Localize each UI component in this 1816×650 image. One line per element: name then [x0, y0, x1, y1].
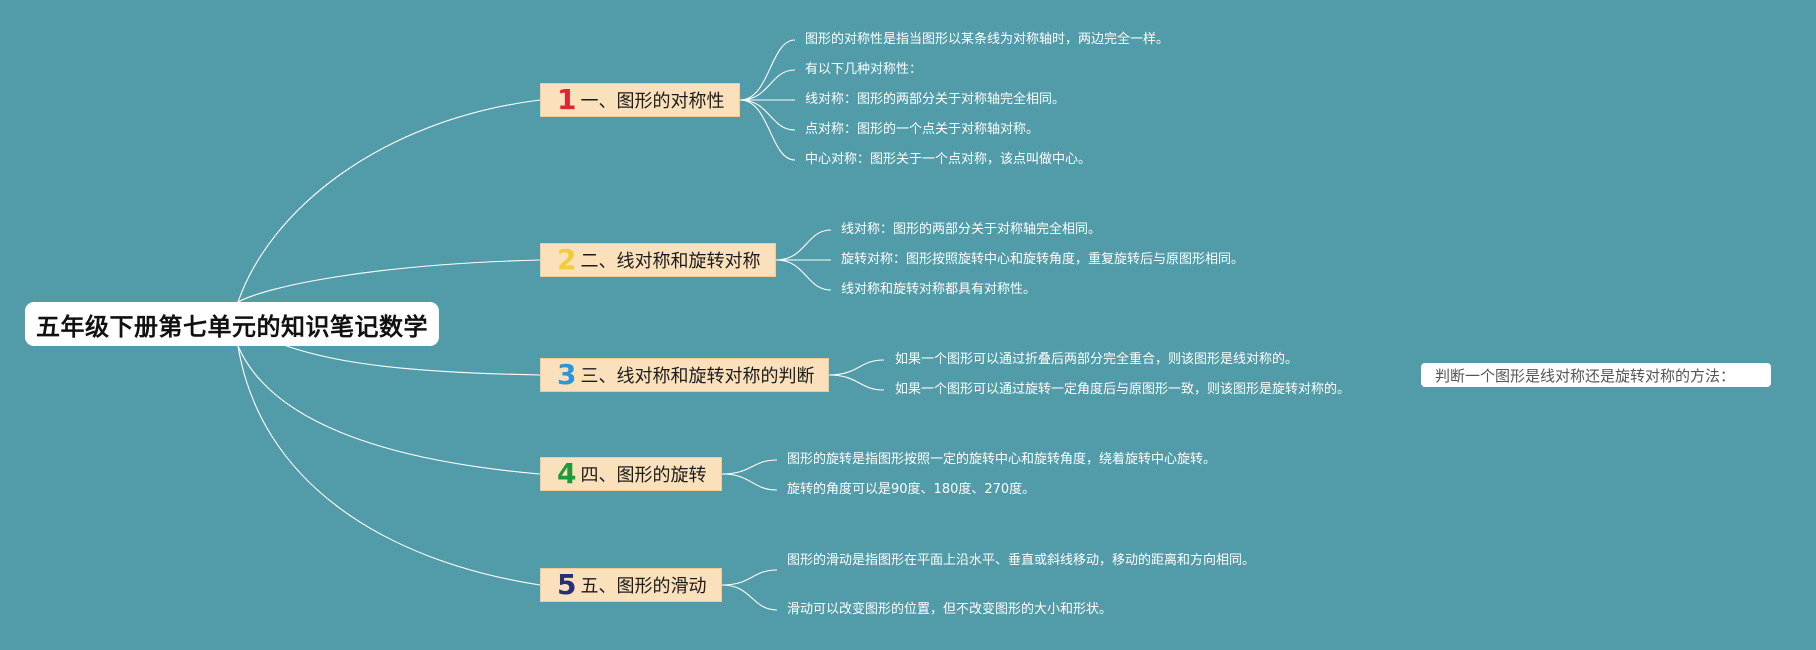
leaf-5-1[interactable]: 图形的滑动是指图形在平面上沿水平、垂直或斜线移动，移动的距离和方向相同。: [787, 553, 1256, 568]
root-title: 五年级下册第七单元的知识笔记数学: [36, 312, 428, 341]
root-topic[interactable]: 五年级下册第七单元的知识笔记数学: [25, 302, 439, 346]
topic-number-1: 1: [557, 83, 577, 116]
topic-title-1: 一、图形的对称性: [580, 91, 725, 112]
floating-note[interactable]: 判断一个图形是线对称还是旋转对称的方法：: [1421, 363, 1771, 387]
leaf-4-2[interactable]: 旋转的角度可以是90度、180度、270度。: [787, 482, 1036, 497]
topic-1[interactable]: 1 一、图形的对称性: [540, 83, 740, 117]
topic-title-5: 五、图形的滑动: [580, 576, 707, 597]
topic-number-2: 2: [557, 243, 577, 276]
topic-title-2: 二、线对称和旋转对称: [580, 251, 761, 272]
topic-number-5: 5: [557, 568, 577, 601]
floating-note-text: 判断一个图形是线对称还是旋转对称的方法：: [1435, 366, 1736, 385]
leaf-2-2[interactable]: 旋转对称：图形按照旋转中心和旋转角度，重复旋转后与原图形相同。: [841, 252, 1245, 267]
leaf-4-1[interactable]: 图形的旋转是指图形按照一定的旋转中心和旋转角度，绕着旋转中心旋转。: [787, 452, 1217, 467]
topic-4[interactable]: 4 四、图形的旋转: [540, 457, 722, 491]
leaf-3-2[interactable]: 如果一个图形可以通过旋转一定角度后与原图形一致，则该图形是旋转对称的。: [895, 382, 1351, 397]
leaf-5-2[interactable]: 滑动可以改变图形的位置，但不改变图形的大小和形状。: [787, 602, 1113, 617]
leaf-1-5[interactable]: 中心对称：图形关于一个点对称，该点叫做中心。: [805, 152, 1092, 167]
leaf-1-1[interactable]: 图形的对称性是指当图形以某条线为对称轴时，两边完全一样。: [805, 32, 1170, 47]
leaf-2-1[interactable]: 线对称：图形的两部分关于对称轴完全相同。: [841, 222, 1102, 237]
leaf-3-1[interactable]: 如果一个图形可以通过折叠后两部分完全重合，则该图形是线对称的。: [895, 352, 1299, 367]
topic-5[interactable]: 5 五、图形的滑动: [540, 568, 722, 602]
topic-3[interactable]: 3 三、线对称和旋转对称的判断: [540, 358, 829, 392]
topic-number-3: 3: [557, 358, 577, 391]
topic-title-3: 三、线对称和旋转对称的判断: [580, 366, 815, 387]
leaf-1-2[interactable]: 有以下几种对称性：: [805, 62, 923, 77]
leaf-1-4[interactable]: 点对称：图形的一个点关于对称轴对称。: [805, 122, 1040, 137]
leaf-1-3[interactable]: 线对称：图形的两部分关于对称轴完全相同。: [805, 92, 1066, 107]
topic-number-4: 4: [557, 457, 577, 490]
topic-2[interactable]: 2 二、线对称和旋转对称: [540, 243, 776, 277]
topic-title-4: 四、图形的旋转: [580, 465, 707, 486]
leaf-2-3[interactable]: 线对称和旋转对称都具有对称性。: [841, 282, 1037, 297]
